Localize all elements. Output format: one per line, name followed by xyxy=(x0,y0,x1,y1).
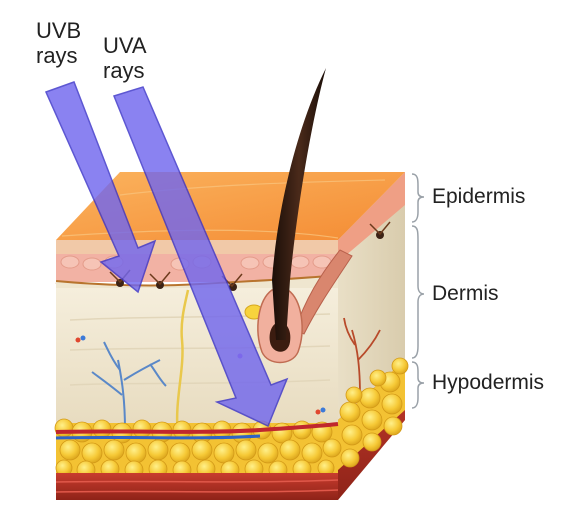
uva-ray-arrow xyxy=(112,86,289,428)
uvb-label: UVB rays xyxy=(36,18,81,68)
uvb-label-line2: rays xyxy=(36,43,78,68)
blood-vessels-hypodermis xyxy=(55,422,339,440)
hypodermis-fat xyxy=(54,357,409,480)
melanocytes xyxy=(109,221,391,291)
uva-label: UVA rays xyxy=(103,33,147,83)
hair-shaft xyxy=(272,68,326,340)
uvb-ray-arrow xyxy=(44,81,157,294)
uva-label-line2: rays xyxy=(103,58,145,83)
muscle-layer xyxy=(55,473,339,500)
arrector-pili-muscle xyxy=(294,249,353,335)
nerve-fibers xyxy=(91,341,167,431)
hypodermis-label: Hypodermis xyxy=(432,371,545,394)
uva-label-line1: UVA xyxy=(103,33,147,58)
layer-brackets xyxy=(411,173,425,409)
epidermis-label: Epidermis xyxy=(432,185,526,208)
blood-vessels-side xyxy=(343,317,381,396)
sensory-nerve xyxy=(175,289,190,437)
uvb-label-line1: UVB xyxy=(36,18,82,43)
dermis-label: Dermis xyxy=(432,282,499,305)
